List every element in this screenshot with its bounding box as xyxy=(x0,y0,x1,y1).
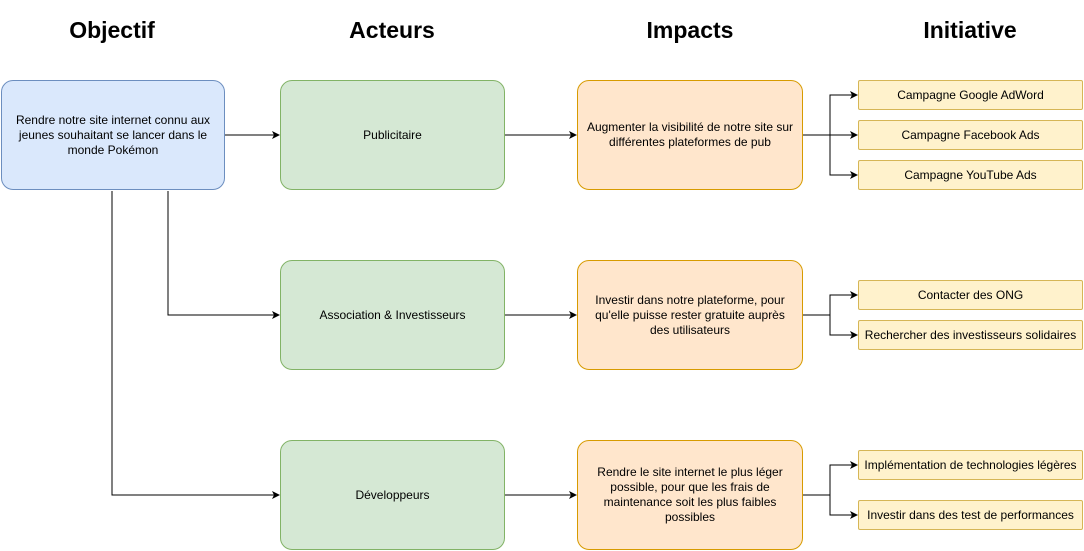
impact-node-investir[interactable]: Investir dans notre plateforme, pour qu'… xyxy=(577,260,803,370)
heading-acteurs: Acteurs xyxy=(349,17,435,43)
edge-objectif-association xyxy=(167,191,280,319)
impact-text: Augmenter la visibilité de notre site su… xyxy=(586,120,794,149)
initiative-text: Implémentation de technologies légères xyxy=(864,457,1077,472)
initiative-node-facebook-ads[interactable]: Campagne Facebook Ads xyxy=(858,120,1083,150)
initiative-node-youtube-ads[interactable]: Campagne YouTube Ads xyxy=(858,160,1083,190)
initiative-text: Contacter des ONG xyxy=(917,287,1024,302)
acteur-text: Association & Investisseurs xyxy=(319,307,466,322)
acteur-node-association[interactable]: Association & Investisseurs xyxy=(280,260,505,370)
edge-impact1-initiative1 xyxy=(803,91,858,136)
heading-objectif: Objectif xyxy=(69,17,155,43)
acteur-node-developpeurs[interactable]: Développeurs xyxy=(280,440,505,550)
heading-impacts: Impacts xyxy=(646,17,734,43)
impact-node-leger[interactable]: Rendre le site internet le plus léger po… xyxy=(577,440,803,550)
initiative-text: Rechercher des investisseurs solidaires xyxy=(864,327,1077,342)
initiative-node-technologies-legeres[interactable]: Implémentation de technologies légères xyxy=(858,450,1083,480)
edge-impact2-initiative4 xyxy=(803,291,858,316)
initiative-text: Campagne Facebook Ads xyxy=(901,127,1040,142)
initiative-node-investisseurs-solidaires[interactable]: Rechercher des investisseurs solidaires xyxy=(858,320,1083,350)
impact-text: Rendre le site internet le plus léger po… xyxy=(597,465,783,524)
edge-impact1-initiative3 xyxy=(829,135,858,179)
impact-node-visibilite[interactable]: Augmenter la visibilité de notre site su… xyxy=(577,80,803,190)
impact-text: Investir dans notre plateforme, pour qu'… xyxy=(595,292,785,337)
edge-objectif-developpeurs xyxy=(111,191,280,499)
initiative-node-google-adword[interactable]: Campagne Google AdWord xyxy=(858,80,1083,110)
objectif-node[interactable]: Rendre notre site internet connu aux jeu… xyxy=(1,80,225,190)
acteur-text: Publicitaire xyxy=(363,127,422,142)
initiative-text: Investir dans des test de performances xyxy=(867,507,1074,522)
edge-impact3-initiative6 xyxy=(803,461,858,496)
acteur-node-publicitaire[interactable]: Publicitaire xyxy=(280,80,505,190)
objectif-text: Rendre notre site internet connu aux jeu… xyxy=(15,112,211,157)
heading-initiative: Initiative xyxy=(923,17,1017,43)
initiative-text: Campagne Google AdWord xyxy=(897,87,1044,102)
initiative-node-test-performances[interactable]: Investir dans des test de performances xyxy=(858,500,1083,530)
edge-impact2-initiative5 xyxy=(829,315,858,339)
initiative-node-contacter-ong[interactable]: Contacter des ONG xyxy=(858,280,1083,310)
initiative-text: Campagne YouTube Ads xyxy=(904,167,1037,182)
acteur-text: Développeurs xyxy=(355,487,430,502)
edge-impact3-initiative7 xyxy=(829,495,858,519)
